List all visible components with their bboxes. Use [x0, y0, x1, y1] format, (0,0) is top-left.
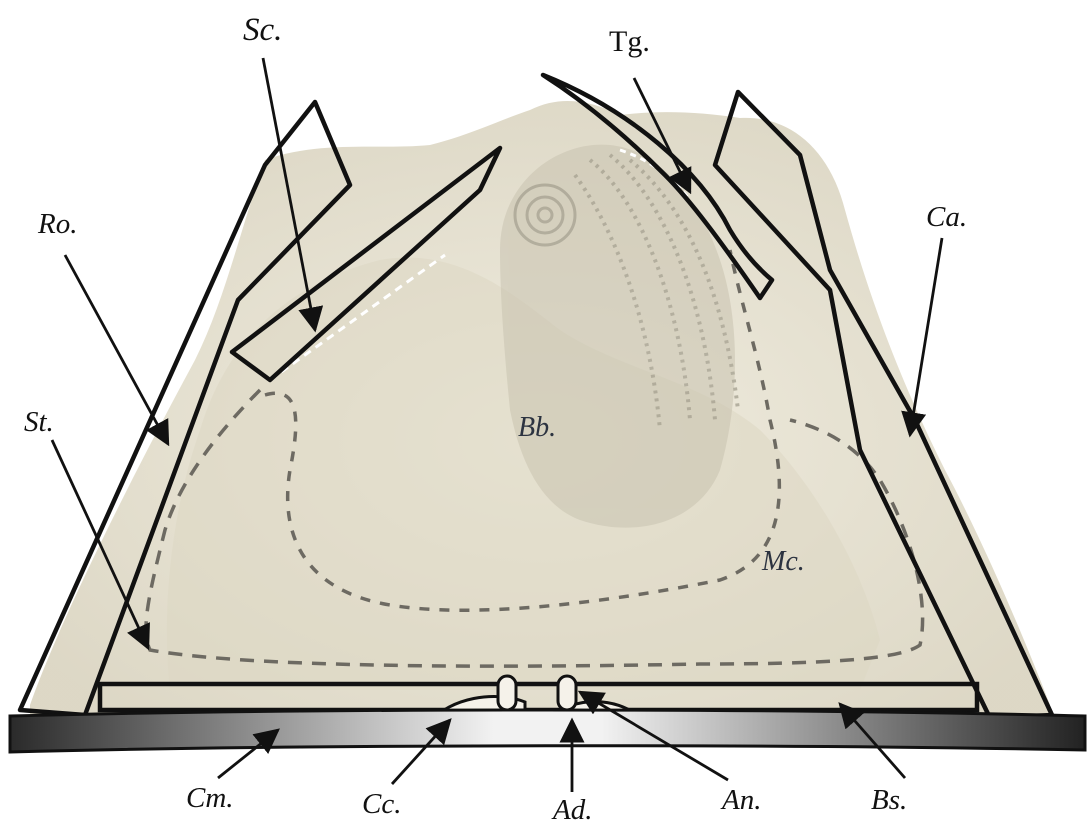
label-st: St.	[24, 408, 54, 437]
substrate-bar	[10, 710, 1085, 752]
arrow-ro	[65, 255, 168, 444]
label-ro: Ro.	[38, 210, 77, 239]
label-bs: Bs.	[871, 786, 907, 815]
label-bb: Bb.	[518, 414, 556, 442]
label-ad: Ad.	[553, 796, 592, 825]
label-an: An.	[722, 786, 761, 815]
label-mc: Mc.	[762, 548, 805, 576]
label-cm: Cm.	[186, 784, 234, 813]
label-sc: Sc.	[243, 14, 282, 47]
label-cc: Cc.	[362, 790, 401, 819]
label-ca: Ca.	[926, 203, 967, 232]
arrow-ca	[910, 238, 942, 435]
label-tg: Tg.	[609, 27, 650, 57]
